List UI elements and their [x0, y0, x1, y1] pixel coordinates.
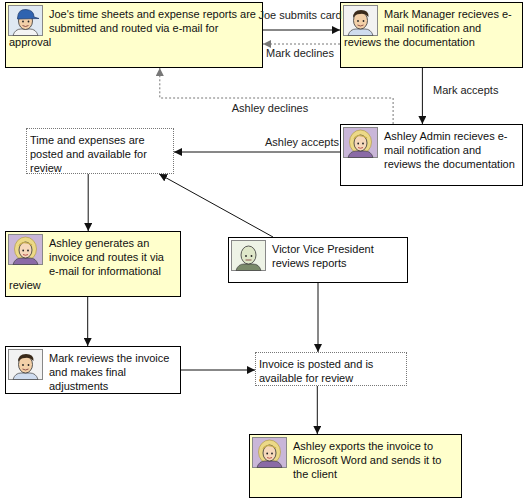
flow-arrow [87, 297, 88, 346]
process-box: Ashley exports the invoice to Microsoft … [249, 434, 462, 498]
decline-arrow [160, 68, 393, 124]
edge-label: Ashley accepts [265, 136, 339, 149]
box-text: Mark Manager recieves e-mail notificatio… [344, 8, 512, 48]
box-text: Ashley exports the invoice to Microsoft … [293, 440, 441, 480]
status-box: Time and expenses are posted and availab… [26, 128, 174, 174]
flow-arrow [422, 68, 423, 124]
flow-arrow [317, 386, 318, 434]
process-box: Victor Vice President reviews reports [228, 237, 408, 283]
flow-arrow [88, 174, 89, 231]
flow-arrow [263, 30, 340, 31]
box-text: Victor Vice President reviews reports [272, 243, 374, 269]
flow-arrow [181, 370, 255, 371]
status-box: Invoice is posted and is available for r… [255, 352, 407, 386]
box-text: Ashley generates an invoice and routes i… [9, 237, 164, 291]
process-box: Ashley Admin recieves e-mail notificatio… [340, 124, 523, 186]
process-box: Joe's time sheets and expense reports ar… [5, 2, 263, 68]
flow-arrow [318, 283, 319, 352]
box-text: Invoice is posted and is available for r… [259, 358, 373, 384]
box-text: Time and expenses are posted and availab… [30, 134, 147, 174]
process-box: Ashley generates an invoice and routes i… [5, 231, 181, 297]
box-text: Joe's time sheets and expense reports ar… [9, 8, 256, 48]
edge-label: Joe submits card [258, 9, 341, 22]
flow-arrow [174, 152, 340, 153]
edge-label: Mark declines [266, 47, 334, 60]
process-box: Mark reviews the invoice and makes final… [5, 346, 181, 394]
edge-label: Ashley declines [232, 102, 308, 115]
decline-arrow [263, 44, 340, 45]
box-text: Ashley Admin recieves e-mail notificatio… [384, 130, 515, 170]
box-text: Mark reviews the invoice and makes final… [49, 352, 169, 392]
process-box: Mark Manager recieves e-mail notificatio… [340, 2, 523, 68]
edge-label: Mark accepts [433, 84, 498, 97]
flow-arrow [159, 174, 273, 237]
